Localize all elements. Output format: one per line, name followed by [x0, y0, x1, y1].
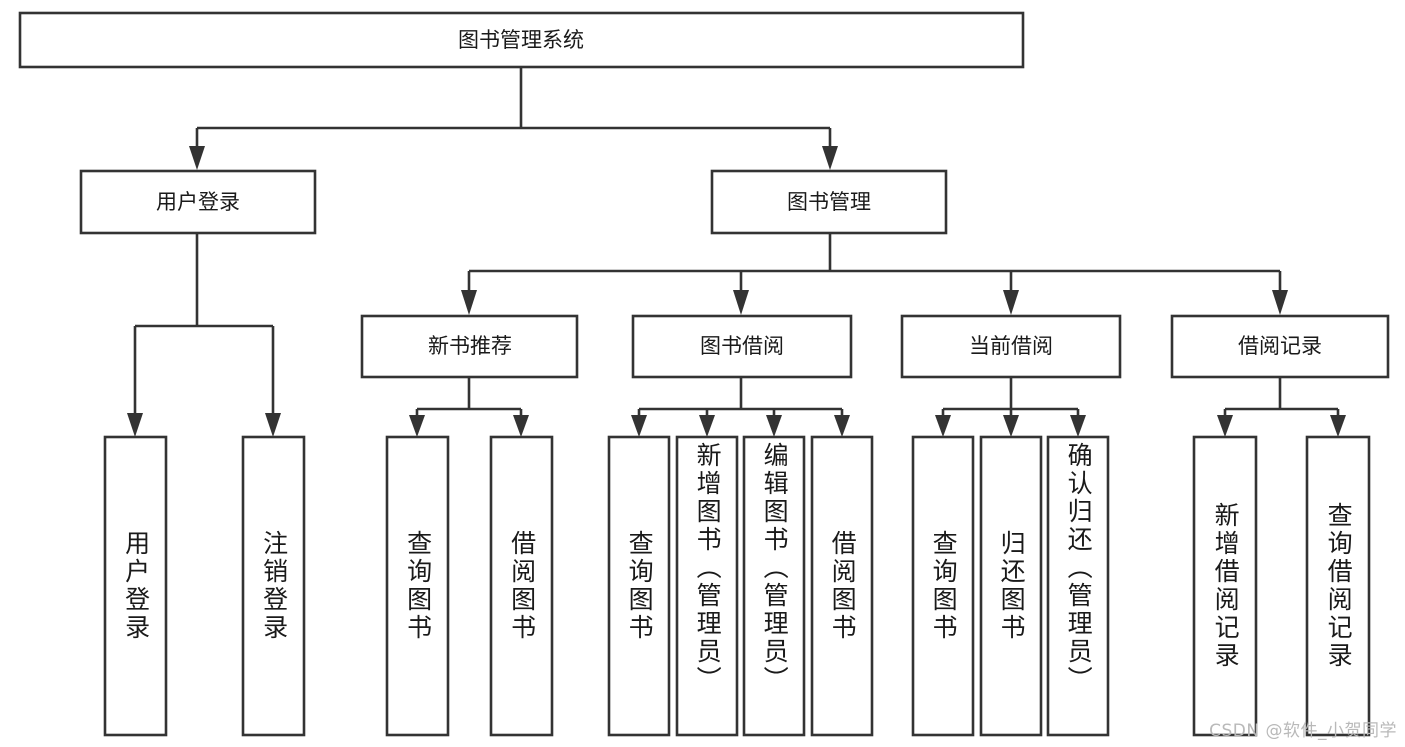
- node-leaf-confirm-return-box[interactable]: [1046, 435, 1110, 737]
- arrow-to-current-borrow: [1003, 290, 1019, 315]
- node-root-box[interactable]: [18, 11, 1025, 69]
- arrow-to-leaf-confirm-return: [1070, 415, 1086, 437]
- arrow-to-leaf-user-login: [127, 413, 143, 437]
- node-leaf-add-record-box[interactable]: [1192, 435, 1258, 737]
- node-root-label: 图书管理系统: [458, 28, 584, 52]
- arrow-to-leaf-query-record: [1330, 415, 1346, 437]
- node-leaf-query-book-1-box[interactable]: [385, 435, 450, 737]
- arrow-to-leaf-borrow-book-2: [834, 415, 850, 437]
- node-leaf-return-book-box[interactable]: [979, 435, 1043, 737]
- arrow-to-leaf-add-book: [699, 415, 715, 437]
- node-leaf-user-logout-box[interactable]: [241, 435, 306, 737]
- node-leaf-query-record-box[interactable]: [1305, 435, 1371, 737]
- node-new-book-recommend-label: 新书推荐: [428, 334, 512, 358]
- arrow-to-leaf-query-book-2: [631, 415, 647, 437]
- arrow-to-leaf-add-record: [1217, 415, 1233, 437]
- node-current-borrow-label: 当前借阅: [969, 334, 1053, 358]
- arrow-to-new-book-recommend: [461, 290, 477, 315]
- node-user-login-box[interactable]: [79, 169, 317, 235]
- node-borrow-record-label: 借阅记录: [1238, 334, 1322, 358]
- arrow-to-leaf-return-book: [1003, 415, 1019, 437]
- node-leaf-borrow-book-1-box[interactable]: [489, 435, 554, 737]
- node-leaf-user-login-box[interactable]: [103, 435, 168, 737]
- node-book-management-box[interactable]: [710, 169, 948, 235]
- node-leaf-edit-book-box[interactable]: [742, 435, 806, 737]
- arrow-to-leaf-query-book-1: [409, 415, 425, 437]
- edges-layer: [127, 67, 1346, 437]
- node-user-login-label: 用户登录: [156, 190, 240, 214]
- arrow-to-leaf-user-logout: [265, 413, 281, 437]
- arrow-to-leaf-borrow-book-1: [513, 415, 529, 437]
- node-leaf-query-book-3-box[interactable]: [911, 435, 975, 737]
- node-current-borrow-box[interactable]: [900, 314, 1122, 379]
- node-book-borrow-box[interactable]: [631, 314, 853, 379]
- arrow-to-book-borrow: [733, 290, 749, 315]
- arrow-to-leaf-edit-book: [766, 415, 782, 437]
- node-book-management-label: 图书管理: [787, 190, 871, 214]
- arrow-to-leaf-query-book-3: [935, 415, 951, 437]
- node-leaf-query-book-2-box[interactable]: [607, 435, 671, 737]
- node-book-borrow-label: 图书借阅: [700, 334, 784, 358]
- csdn-watermark: CSDN @软件_小贺同学: [1209, 721, 1397, 741]
- arrow-to-user-login: [189, 146, 205, 170]
- nodes-layer: 图书管理系统 用户登录 图书管理 新书推荐 图书借阅 当前借阅 借阅记录: [18, 11, 1390, 737]
- arrow-to-book-management: [822, 146, 838, 170]
- node-leaf-add-book-box[interactable]: [675, 435, 739, 737]
- node-leaf-borrow-book-2-box[interactable]: [810, 435, 874, 737]
- node-new-book-recommend-box[interactable]: [360, 314, 579, 379]
- node-borrow-record-box[interactable]: [1170, 314, 1390, 379]
- arrow-to-borrow-record: [1272, 290, 1288, 315]
